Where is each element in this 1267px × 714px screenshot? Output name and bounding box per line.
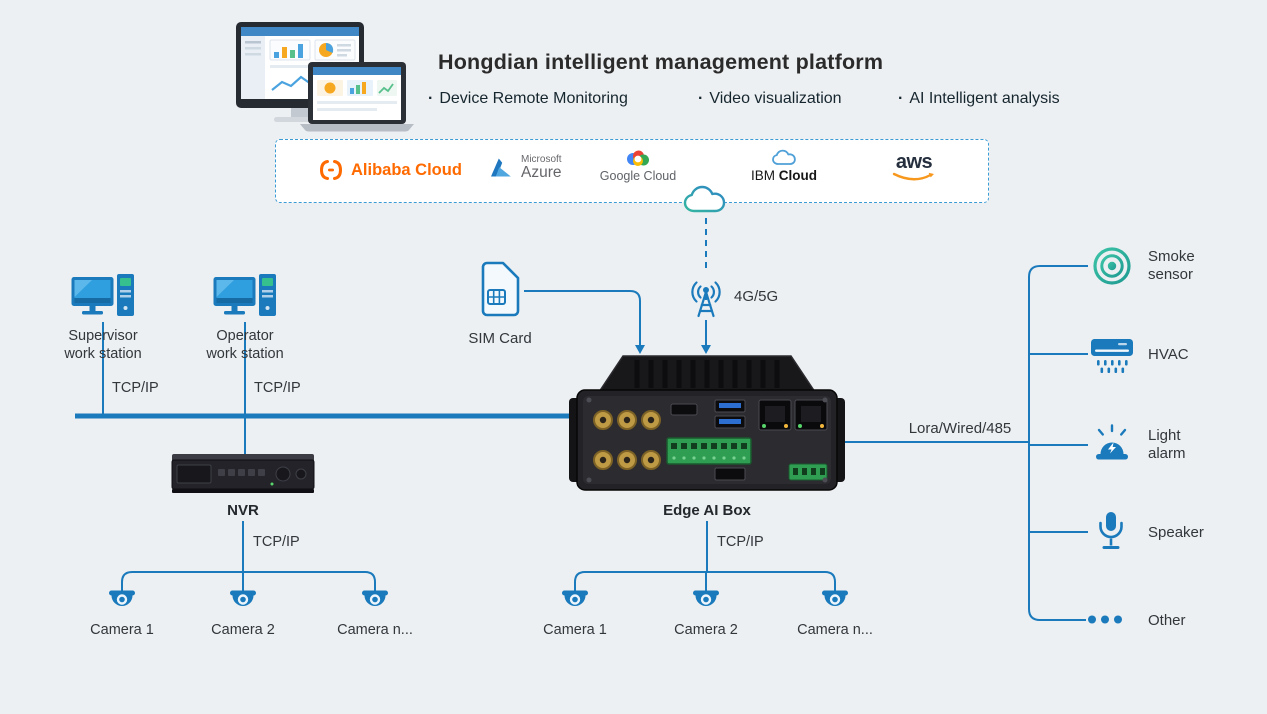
ibm-cloud-icon xyxy=(772,149,796,165)
feature-label: Video visualization xyxy=(709,90,842,107)
smoke-sensor-icon xyxy=(1093,247,1131,285)
cloud-icon xyxy=(683,185,726,213)
ibm-cloud-label: Cloud xyxy=(778,168,818,183)
google-cloud-logo: Google Cloud xyxy=(598,149,678,183)
peripheral-label: Other xyxy=(1148,612,1186,629)
sim-card-label: SIM Card xyxy=(468,330,532,347)
tcp-ip-label: TCP/IP xyxy=(253,534,300,550)
azure-label: Azure xyxy=(521,164,562,181)
operator-line1: Operator xyxy=(216,328,274,344)
camera-icon xyxy=(693,590,719,606)
edge-camera-bracket xyxy=(574,571,836,592)
operator-line2: work station xyxy=(206,345,284,362)
peripheral-label: HVAC xyxy=(1148,346,1189,363)
camera-icon xyxy=(230,590,256,606)
alibaba-cloud-logo: Alibaba Cloud xyxy=(318,157,462,183)
operator-workstation-icon xyxy=(213,274,276,316)
nvr-camera-bracket xyxy=(121,571,376,592)
dashboard-monitors-illustration xyxy=(236,22,414,132)
feature-label: Device Remote Monitoring xyxy=(439,90,628,107)
aws-label: aws xyxy=(895,151,933,173)
nvr-label: NVR xyxy=(227,502,259,519)
camera-icon xyxy=(362,590,388,606)
cellular-antenna-icon xyxy=(691,281,721,318)
feature-video-visualization: · Video visualization xyxy=(698,90,842,108)
page-title: Hongdian intelligent management platform xyxy=(438,50,884,74)
google-cloud-icon xyxy=(627,150,649,166)
ibm-cloud-logo: IBM Cloud xyxy=(746,149,822,183)
feature-device-remote-monitoring: · Device Remote Monitoring xyxy=(428,90,628,108)
camera-label: Camera 1 xyxy=(90,622,154,638)
other-ellipsis-icon xyxy=(1088,615,1122,624)
speaker-icon xyxy=(1099,512,1123,549)
operator-workstation-label: Operator work station xyxy=(175,328,315,363)
peripheral-label: Speaker xyxy=(1148,524,1204,541)
peripheral-label: Smoke sensor xyxy=(1148,248,1195,283)
nvr-device xyxy=(171,454,315,493)
feature-ai-intelligent-analysis: · AI Intelligent analysis xyxy=(898,90,1060,108)
google-cloud-label: Google Cloud xyxy=(599,169,677,183)
camera-icon xyxy=(109,590,135,606)
camera-label: Camera n... xyxy=(337,622,413,638)
microsoft-azure-logo: Microsoft Azure xyxy=(488,154,562,181)
peripheral-trunk xyxy=(1028,265,1088,621)
camera-icon xyxy=(822,590,848,606)
supervisor-workstation-icon xyxy=(71,274,134,316)
camera-label: Camera n... xyxy=(797,622,873,638)
bullet-icon: · xyxy=(428,90,434,107)
tcp-ip-label: TCP/IP xyxy=(254,380,301,396)
aws-smile-icon xyxy=(892,172,934,181)
tcp-ip-label: TCP/IP xyxy=(717,534,764,550)
hvac-icon xyxy=(1091,339,1133,373)
light-alarm-icon xyxy=(1096,424,1128,460)
alibaba-cloud-icon xyxy=(319,160,343,180)
supervisor-line1: Supervisor xyxy=(68,328,138,344)
lora-label: Lora/Wired/485 xyxy=(908,420,1012,437)
bullet-icon: · xyxy=(698,90,704,107)
peripheral-label: Light alarm xyxy=(1148,427,1186,462)
cloud-providers-panel: Alibaba Cloud Microsoft Azure Google Clo… xyxy=(275,139,989,203)
bullet-icon: · xyxy=(898,90,904,107)
microsoft-label: Microsoft xyxy=(521,154,562,165)
camera-label: Camera 2 xyxy=(674,622,738,638)
supervisor-line2: work station xyxy=(64,345,142,362)
azure-icon xyxy=(491,158,511,177)
feature-label: AI Intelligent analysis xyxy=(909,90,1060,107)
sim-card-icon xyxy=(481,261,520,317)
camera-label: Camera 2 xyxy=(211,622,275,638)
supervisor-workstation-label: Supervisor work station xyxy=(33,328,173,363)
edge-ai-box-label: Edge AI Box xyxy=(663,502,751,519)
ibm-label: IBM xyxy=(750,168,775,183)
camera-icon xyxy=(562,590,588,606)
aws-logo: aws xyxy=(886,151,942,182)
tcp-ip-label: TCP/IP xyxy=(112,380,159,396)
edge-ai-box-device xyxy=(569,355,845,491)
alibaba-cloud-label: Alibaba Cloud xyxy=(351,160,462,179)
camera-label: Camera 1 xyxy=(543,622,607,638)
cellular-label: 4G/5G xyxy=(734,288,779,305)
